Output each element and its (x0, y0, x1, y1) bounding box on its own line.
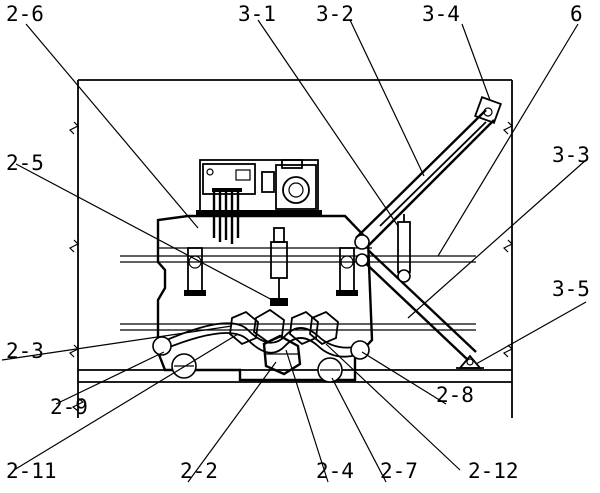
rails (120, 255, 476, 331)
label-2-7: 2-7 (380, 459, 418, 483)
guide-posts (184, 247, 358, 296)
leader-lines (1, 19, 587, 483)
label-3-4: 3-4 (422, 2, 460, 26)
label-3-1: 3-1 (238, 2, 276, 26)
label-2-8: 2-8 (436, 383, 474, 407)
label-2-12: 2-12 (468, 459, 519, 483)
belt-rollers (152, 308, 370, 383)
frame (68, 79, 514, 418)
label-2-6: 2-6 (6, 2, 44, 26)
inclined-arm (354, 96, 502, 369)
label-3-2: 3-2 (316, 2, 354, 26)
label-6: 6 (570, 2, 583, 26)
label-2-3: 2-3 (6, 339, 44, 363)
label-2-2: 2-2 (180, 459, 218, 483)
label-3-3: 3-3 (552, 143, 590, 167)
label-2-5: 2-5 (6, 151, 44, 175)
part-labels: 2-6 3-1 3-2 3-4 6 2-5 3-3 3-5 2-3 2-8 2-… (6, 2, 590, 483)
label-3-5: 3-5 (552, 277, 590, 301)
motor-unit (196, 159, 322, 244)
label-2-9: 2-9 (50, 395, 88, 419)
label-2-4: 2-4 (316, 459, 354, 483)
label-2-11: 2-11 (6, 459, 57, 483)
center-cylinder (270, 227, 288, 306)
